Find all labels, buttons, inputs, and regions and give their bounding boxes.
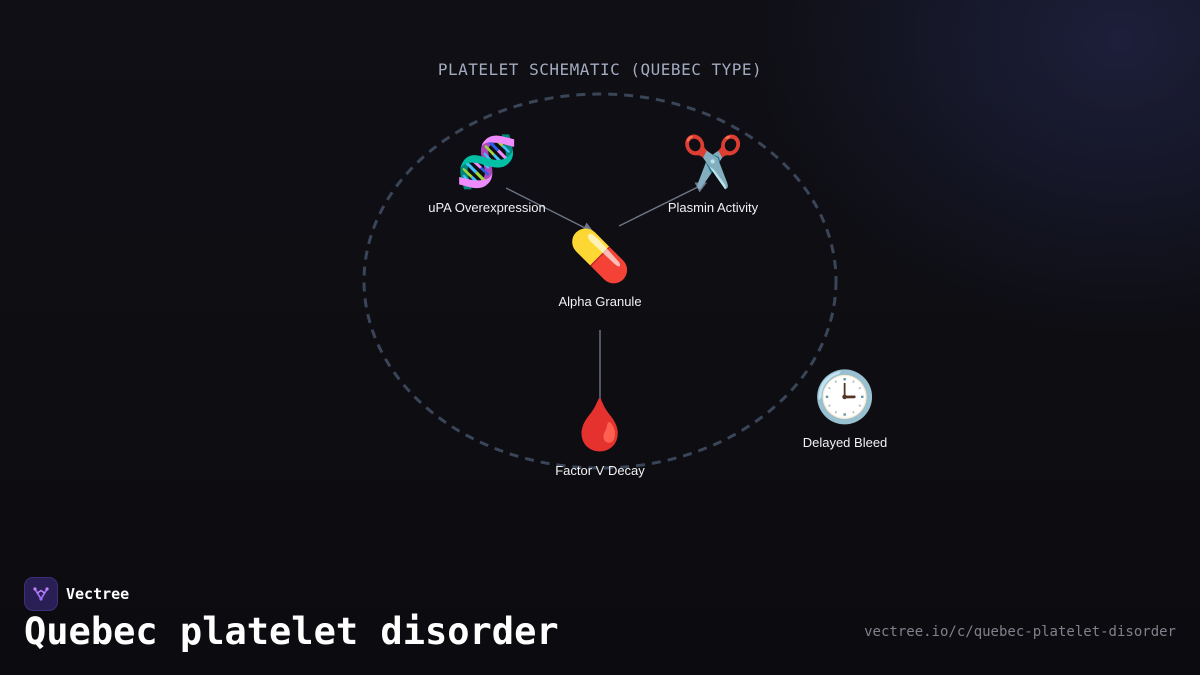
edge-upa-to-alpha	[505, 187, 594, 233]
dna-icon: 🧬	[455, 133, 519, 191]
blood-drop-icon: 🩸	[568, 396, 632, 454]
platelet-boundary	[362, 92, 838, 470]
page-url[interactable]: vectree.io/c/quebec-platelet-disorder	[864, 624, 1176, 640]
brand-name: Vectree	[66, 585, 130, 603]
edge-alpha-to-plasmin	[618, 182, 708, 227]
node-label: Alpha Granule	[558, 294, 642, 309]
diagram-title: PLATELET SCHEMATIC (QUEBEC TYPE)	[437, 60, 763, 79]
node-label: uPA Overexpression	[428, 200, 546, 215]
node-alpha-granule: 💊 Alpha Granule	[510, 228, 690, 309]
node-upa-overexpression: 🧬 uPA Overexpression	[397, 134, 577, 215]
brand[interactable]: Vectree	[24, 577, 129, 611]
page-title: Quebec platelet disorder	[24, 610, 559, 653]
node-label: Factor V Decay	[555, 463, 645, 478]
node-plasmin-activity: ✂️ Plasmin Activity	[623, 134, 803, 215]
vectree-logo-icon	[24, 577, 58, 611]
pill-icon: 💊	[568, 227, 632, 285]
clock-icon: 🕒	[813, 368, 877, 426]
node-delayed-bleed: 🕒 Delayed Bleed	[755, 369, 935, 450]
node-factor-v-decay: 🩸 Factor V Decay	[510, 397, 690, 478]
scissors-icon: ✂️	[681, 133, 745, 191]
node-label: Plasmin Activity	[667, 200, 759, 215]
node-label: Delayed Bleed	[802, 435, 888, 450]
